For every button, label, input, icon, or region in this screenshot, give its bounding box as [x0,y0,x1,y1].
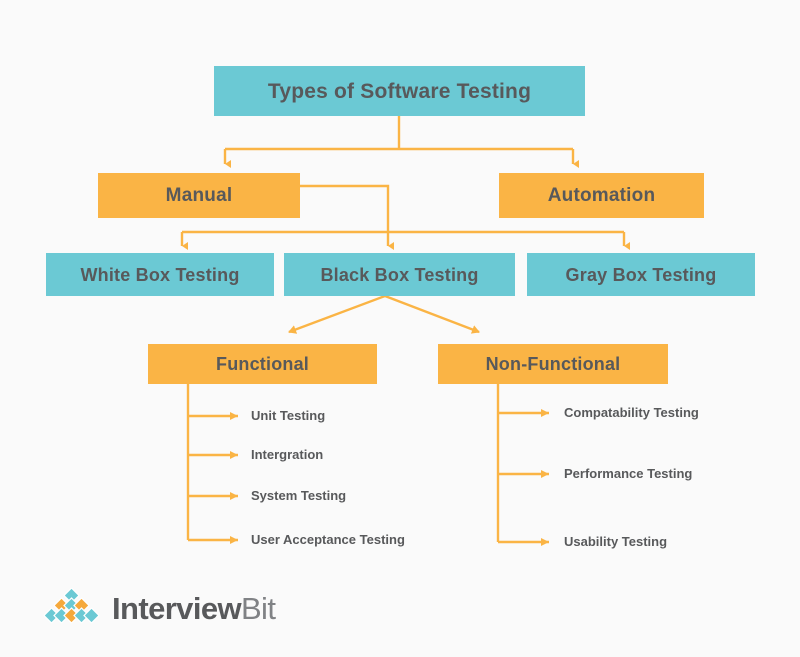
node-functional[interactable]: Functional [148,344,377,384]
node-label: Gray Box Testing [565,264,717,285]
interviewbit-logo-mark [43,588,100,624]
node-label: White Box Testing [80,264,240,285]
node-white-box-testing[interactable]: White Box Testing [46,253,274,296]
leaf-intergration[interactable]: Intergration [251,447,324,462]
logo-word-interview: Interview [112,591,242,626]
node-black-box-testing[interactable]: Black Box Testing [284,253,515,296]
node-types-of-software-testing[interactable]: Types of Software Testing [214,66,585,116]
interviewbit-logo-text: InterviewBit [112,591,276,627]
leaf-compatability-testing[interactable]: Compatability Testing [564,405,699,420]
logo-word-bit: Bit [240,591,276,626]
node-label: Functional [216,354,309,374]
node-non-functional[interactable]: Non-Functional [438,344,668,384]
interviewbit-logo: InterviewBit [40,588,276,636]
node-gray-box-testing[interactable]: Gray Box Testing [527,253,755,296]
leaf-performance-testing[interactable]: Performance Testing [564,466,693,481]
node-label: Black Box Testing [320,264,479,285]
node-label: Types of Software Testing [267,79,532,103]
node-label: Manual [165,185,233,206]
node-automation[interactable]: Automation [499,173,704,218]
leaf-system-testing[interactable]: System Testing [251,488,347,503]
node-label: Automation [547,185,656,206]
leaf-user-acceptance-testing[interactable]: User Acceptance Testing [251,532,405,547]
leaf-unit-testing[interactable]: Unit Testing [251,408,326,423]
node-manual[interactable]: Manual [98,173,300,218]
node-label: Non-Functional [485,354,621,374]
leaf-usability-testing[interactable]: Usability Testing [564,534,668,549]
